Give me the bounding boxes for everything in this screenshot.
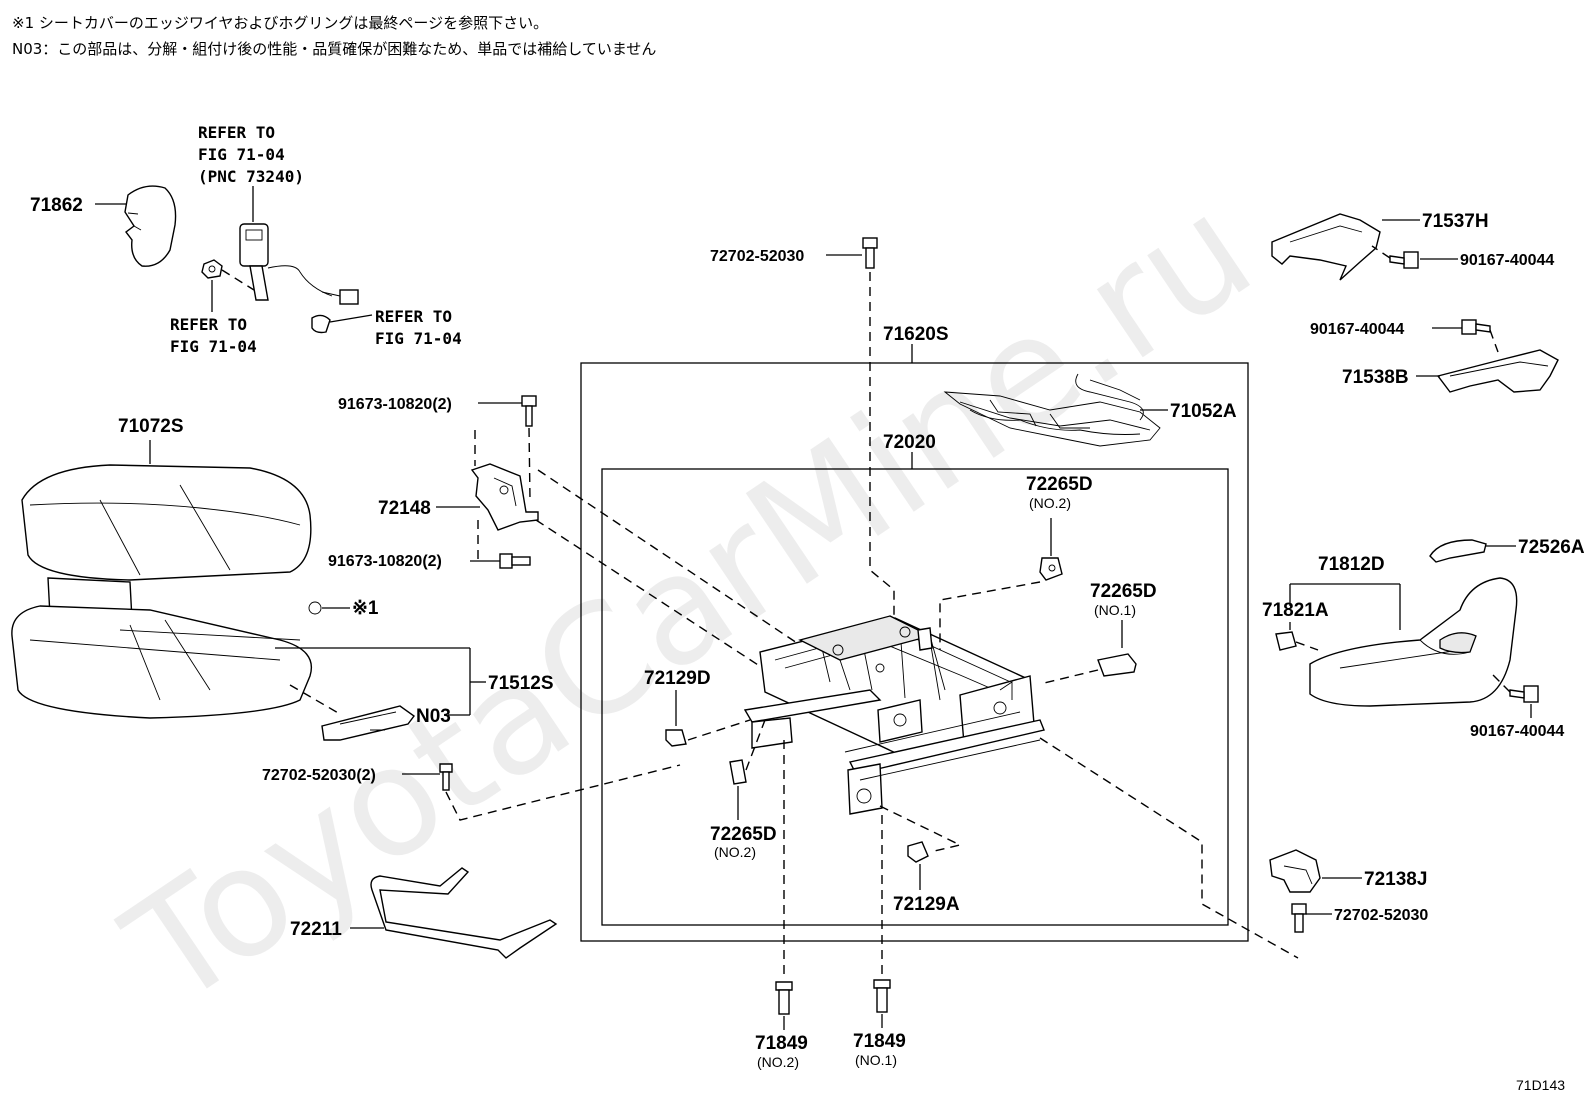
- label-71862: 71862: [30, 195, 83, 216]
- label-72129D: 72129D: [644, 668, 711, 689]
- label-72526A: 72526A: [1518, 537, 1585, 558]
- cover-71537H-part: [1271, 213, 1381, 281]
- footnote-1: ※1 シートカバーのエッジワイヤおよびホグリングは最終ページを参照下さい。: [12, 14, 549, 32]
- seat-cushion-cover-part: [11, 464, 312, 719]
- cover-71862-part: [124, 185, 177, 267]
- label-71537H: 71537H: [1422, 211, 1489, 232]
- refer-nut-2: FIG 71-04: [170, 337, 257, 356]
- screw-90167-b-part: [1461, 319, 1491, 335]
- clip-72265D-b-part: [1097, 653, 1137, 677]
- clip-72129A-part: [907, 841, 929, 863]
- bolt-91673-top-part: [521, 395, 537, 427]
- label-N03: N03: [416, 706, 451, 727]
- label-72265D-c: 72265D: [710, 824, 777, 845]
- rod-72211-part: [370, 867, 558, 959]
- label-72265D-a: 72265D: [1026, 474, 1093, 495]
- label-91673-10820-top: 91673-10820(2): [338, 396, 452, 413]
- nut-part: [201, 259, 223, 279]
- refer-belt-3: (PNC 73240): [198, 167, 304, 186]
- clip-71821A-part: [1275, 631, 1297, 651]
- label-90167-40044-b: 90167-40044: [1310, 321, 1404, 338]
- connector-clip-part: [311, 314, 331, 334]
- label-71849-b-sub: (NO.1): [855, 1052, 897, 1068]
- cover-72138J-part: [1269, 849, 1321, 893]
- seat-belt-buckle-part: [239, 223, 359, 305]
- label-72265D-b: 72265D: [1090, 581, 1157, 602]
- bracket-72148-part: [470, 463, 539, 531]
- label-note1: ※1: [352, 598, 379, 619]
- refer-nut-1: REFER TO: [170, 315, 247, 334]
- clip-72265D-c-part: [729, 759, 747, 785]
- label-71538B: 71538B: [1342, 367, 1409, 388]
- label-72211: 72211: [290, 919, 342, 940]
- refer-belt-2: FIG 71-04: [198, 145, 285, 164]
- label-72702-52030-2-left: 72702-52030(2): [262, 767, 376, 784]
- label-71052A: 71052A: [1170, 401, 1237, 422]
- knob-72526A-part: [1429, 539, 1487, 563]
- label-91673-10820-bot: 91673-10820(2): [328, 553, 442, 570]
- label-72265D-c-sub: (NO.2): [714, 844, 756, 860]
- screw-90167-c-part: [1509, 685, 1539, 703]
- label-71849-b: 71849: [853, 1031, 906, 1052]
- bolt-71849-no1-part: [873, 979, 891, 1013]
- screw-90167-a-part: [1389, 251, 1419, 269]
- label-72265D-b-sub: (NO.1): [1094, 602, 1136, 618]
- clip-72129D-part: [665, 729, 687, 747]
- label-72265D-a-sub: (NO.2): [1029, 495, 1071, 511]
- refer-belt-1: REFER TO: [198, 123, 275, 142]
- bolt-left-part: [439, 763, 453, 791]
- spring-71052A-part: [943, 373, 1161, 447]
- refer-connector-2: FIG 71-04: [375, 329, 462, 348]
- bolt-72702-right-part: [1291, 903, 1307, 933]
- label-72129A: 72129A: [893, 894, 960, 915]
- label-72148: 72148: [378, 498, 431, 519]
- clip-72265D-a-part: [1039, 557, 1063, 581]
- label-72138J: 72138J: [1364, 869, 1427, 890]
- cover-71812D-part: [1309, 577, 1518, 707]
- label-71812D: 71812D: [1318, 554, 1385, 575]
- label-71620S: 71620S: [883, 324, 949, 345]
- label-90167-40044-a: 90167-40044: [1460, 252, 1554, 269]
- label-71849-a-sub: (NO.2): [757, 1054, 799, 1070]
- assembly-frame-71620S: [580, 362, 1249, 942]
- bolt-top-part: [862, 237, 878, 269]
- refer-connector-1: REFER TO: [375, 307, 452, 326]
- label-71821A: 71821A: [1262, 600, 1329, 621]
- label-72702-52030-right: 72702-52030: [1334, 907, 1428, 924]
- label-71512S: 71512S: [488, 673, 554, 694]
- footnote-n03: N03：この部品は、分解・組付け後の性能・品質確保が困難なため、単品では補給して…: [12, 40, 657, 58]
- cover-71538B-part: [1436, 349, 1559, 393]
- label-71072S: 71072S: [118, 416, 184, 437]
- label-71849-a: 71849: [755, 1033, 808, 1054]
- hog-ring-part: [308, 601, 322, 615]
- label-72702-52030-top: 72702-52030: [710, 248, 804, 265]
- assembly-frame-72020: [601, 468, 1229, 926]
- seat-frame-72020-part: [743, 615, 1045, 815]
- bolt-91673-bot-part: [499, 553, 531, 569]
- wire-clip-N03-part: [321, 705, 415, 741]
- label-90167-40044-c: 90167-40044: [1470, 723, 1564, 740]
- label-72020: 72020: [883, 432, 936, 453]
- figure-id: 71D143: [1516, 1077, 1565, 1093]
- bolt-71849-no2-part: [775, 981, 793, 1015]
